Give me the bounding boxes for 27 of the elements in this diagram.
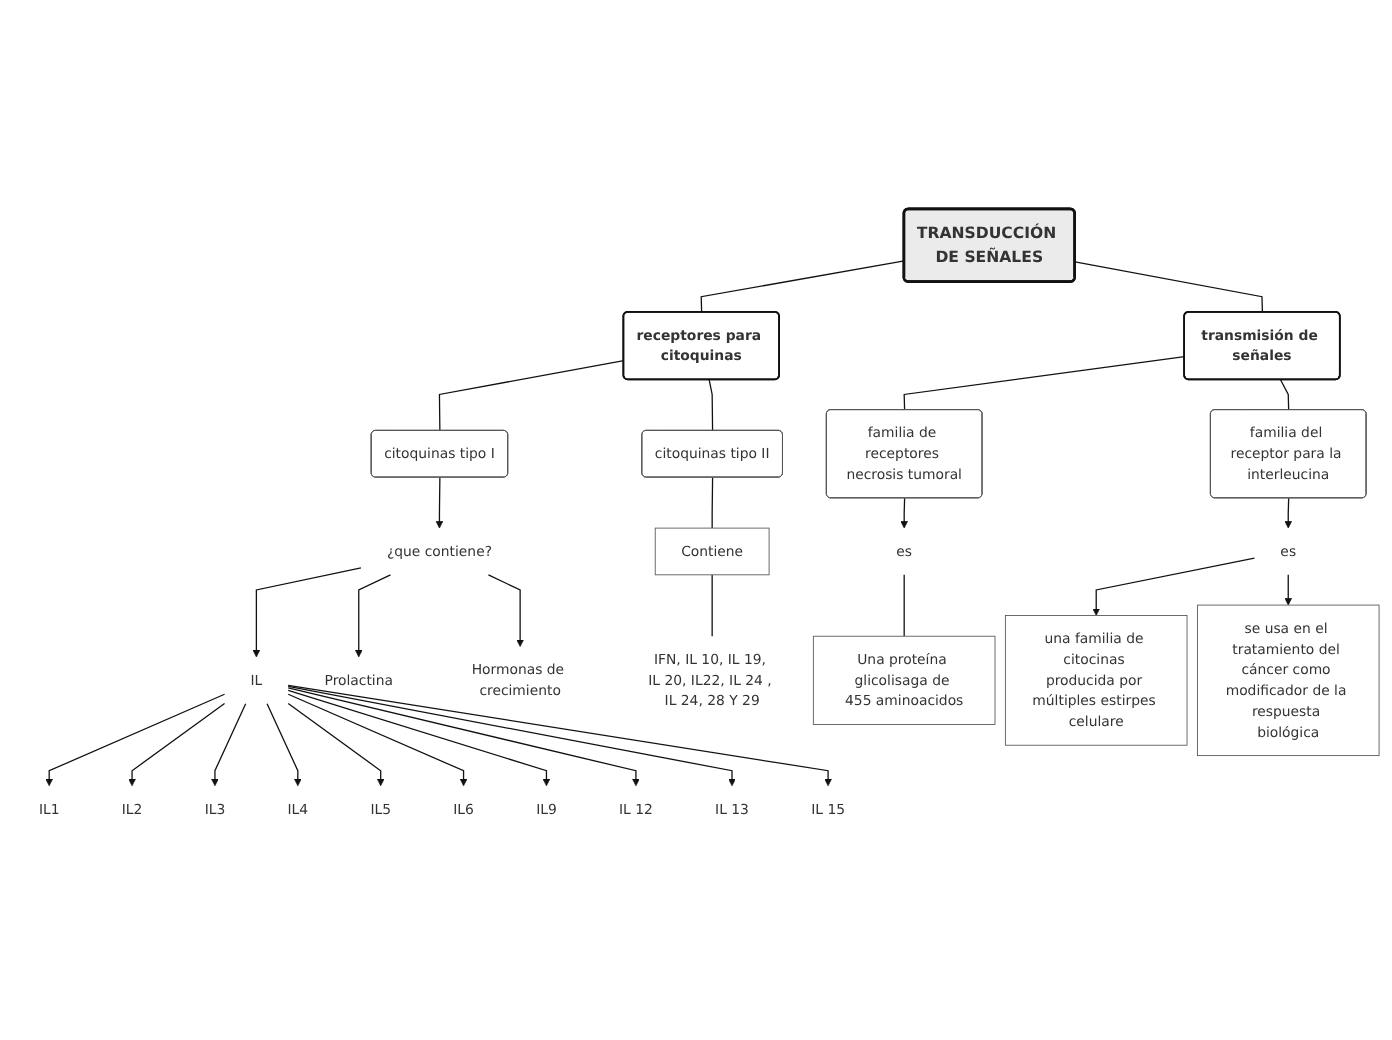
connector	[438, 359, 625, 431]
arrow	[211, 702, 247, 786]
arrow	[354, 573, 392, 657]
arrow	[287, 692, 468, 786]
connector	[1074, 260, 1264, 313]
arrow	[252, 566, 362, 657]
arrow	[900, 496, 908, 528]
connector	[708, 378, 714, 431]
arrow	[487, 573, 524, 647]
connector	[1279, 378, 1290, 410]
arrow	[287, 684, 832, 786]
connector	[711, 573, 713, 637]
connector	[711, 476, 714, 528]
connector	[903, 355, 1186, 410]
arrow	[287, 686, 640, 786]
arrow	[45, 692, 226, 786]
arrow	[266, 702, 302, 786]
arrow	[1284, 496, 1293, 528]
arrow	[435, 476, 444, 528]
arrow	[1284, 573, 1293, 605]
connector	[700, 259, 905, 313]
arrow	[1092, 556, 1256, 616]
arrow	[128, 702, 226, 786]
arrow	[287, 685, 736, 786]
arrow	[287, 702, 385, 786]
arrow	[287, 688, 551, 786]
connector	[903, 573, 905, 637]
